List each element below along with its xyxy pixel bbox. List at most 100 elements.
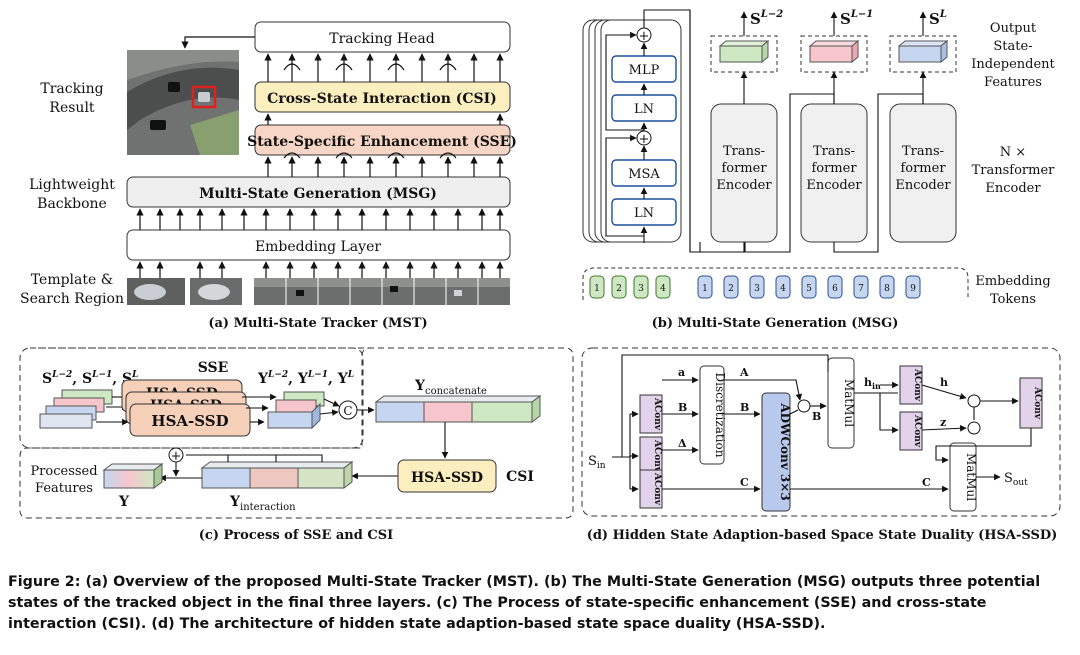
backbone-label-1: Lightweight: [29, 177, 115, 193]
matmul-top-box: [827, 357, 855, 449]
embedding-token-number: 5: [806, 284, 812, 294]
tracking-head-label: Tracking Head: [329, 31, 434, 47]
output-label-s-l: SL: [929, 9, 947, 28]
sse-hsa-front-label: HSA-SSD: [151, 412, 228, 430]
right-label-tokens: Tokens: [990, 292, 1036, 307]
embedding-token: [749, 275, 765, 299]
encoder-2-line-3: Encoder: [806, 178, 862, 193]
embedding-token: [723, 275, 739, 299]
wire-letter-b1: B: [678, 401, 687, 414]
encoder-2-line-1: Trans-: [813, 144, 855, 159]
panel-a-caption: (a) Multi-State Tracker (MST): [208, 316, 427, 331]
processed-features-label-2: Features: [35, 481, 93, 496]
encoder-3-line-2: former: [900, 161, 946, 176]
embedding-token-number: 2: [616, 284, 622, 294]
output-label-s-l1: SL−1: [840, 9, 873, 28]
architecture-diagram: Tracking Head Cross-State Interaction (C…: [19, 9, 1061, 543]
mult-node-2-icon: [967, 394, 981, 408]
wire-letter-A: A: [739, 366, 749, 379]
matmul-bottom-label: MatMul: [964, 453, 978, 501]
wire-letter-delta: Δ: [678, 437, 687, 450]
aconv-label-1: AConv: [652, 397, 662, 431]
embedding-token-number: 8: [884, 284, 890, 294]
processed-y-label: Y: [118, 494, 130, 510]
csi-residual-add-icon: [168, 447, 184, 463]
wire-letter-b3: B: [812, 410, 821, 423]
state-feature-frame-1: [710, 35, 778, 73]
encoder-1-line-1: Trans-: [723, 144, 765, 159]
embedding-token-number: 4: [780, 284, 786, 294]
head-to-result-arrow: [181, 36, 255, 49]
embedding-layer-box: [126, 229, 511, 261]
embedding-token: [697, 275, 713, 299]
processed-features-label-1: Processed: [30, 464, 97, 479]
discretization-box: [699, 365, 725, 465]
embedding-token: [879, 275, 895, 299]
embedding-token: [905, 275, 921, 299]
matmul-top-label: MatMul: [842, 379, 856, 427]
right-label-state: State-: [993, 39, 1032, 54]
embedding-layer-label: Embedding Layer: [255, 239, 381, 255]
msa-label: MSA: [628, 167, 660, 182]
skip-arcs: [283, 63, 457, 159]
mult-node-1-icon: [797, 399, 811, 413]
sse-box: [254, 124, 511, 156]
right-label-output: Output: [990, 21, 1037, 36]
mlp-label: MLP: [629, 63, 660, 78]
embedding-token-number: 7: [858, 284, 864, 294]
adwconv-label: ADWConv 3×3: [778, 402, 792, 500]
output-label-s-l2: SL−2: [750, 9, 783, 28]
tracking-result-label-1: Tracking: [40, 81, 103, 97]
wire-letter-b2: B: [740, 401, 749, 414]
right-label-transformer: Transformer: [972, 163, 1056, 178]
aconv-label-5: AConv: [912, 414, 922, 448]
panel-a-arrows: [136, 53, 504, 278]
right-label-n: N ×: [1000, 145, 1026, 160]
embedding-token: [775, 275, 791, 299]
right-label-independent: Independent: [971, 57, 1055, 72]
csi-hsa-ssd-label: HSA-SSD: [411, 470, 483, 486]
processed-features-bar: [102, 463, 164, 489]
residual-add-mid-symbol: +: [639, 132, 650, 147]
wire-letter-a: a: [678, 366, 685, 379]
panel-b-caption: (b) Multi-State Generation (MSG): [652, 316, 899, 331]
ln-bottom-label: LN: [634, 206, 654, 221]
encoder-1-line-3: Encoder: [716, 178, 772, 193]
wire-letter-z: z: [940, 416, 946, 429]
template-label-2: Search Region: [20, 291, 124, 307]
sse-output-stack: [267, 391, 325, 430]
wire-letter-c2: C: [922, 476, 931, 489]
discretization-label: Discretization: [713, 373, 727, 458]
panel-c: SL−2, SL−1, SL SSE HSA-SSD HSA-SSD HSA-S…: [19, 347, 574, 543]
aconv-label-2: AConv: [652, 439, 662, 473]
right-label-embedding: Embedding: [975, 274, 1050, 289]
template-images: [127, 278, 242, 305]
backbone-label-2: Backbone: [37, 196, 107, 212]
tracking-result-label-2: Result: [49, 100, 95, 116]
embedding-token: [611, 275, 627, 299]
embedding-token-number: 1: [594, 284, 600, 294]
wire-letter-c1: C: [740, 476, 749, 489]
wire-letter-hin: hin: [864, 376, 881, 391]
csi-box: [254, 81, 511, 113]
sse-frame: [19, 347, 364, 449]
concat-symbol: C: [343, 404, 352, 418]
sse-label: State-Specific Enhancement (SSE): [247, 134, 517, 150]
panel-a: Tracking Head Cross-State Interaction (C…: [20, 21, 517, 331]
panel-d: Sin AConv AConv AConv Discretization ADW…: [581, 347, 1061, 543]
aconv-box-5: [899, 411, 923, 451]
sse-output-label: YL−2, YL−1, YL: [257, 370, 354, 387]
ln-top-label: LN: [634, 102, 654, 117]
encoder-1-line-2: former: [721, 161, 767, 176]
encoder-3-line-1: Trans-: [902, 144, 944, 159]
embedding-token-number: 4: [660, 284, 666, 294]
state-feature-frame-2: [800, 35, 868, 73]
template-label-1: Template &: [31, 272, 113, 288]
embedding-token-number: 1: [702, 284, 708, 294]
aconv-label-3: AConv: [652, 472, 662, 506]
s-out-label: Sout: [1004, 471, 1028, 488]
y-concatenate-bar: [374, 395, 542, 423]
csi-residual-add-symbol: +: [171, 449, 182, 464]
state-feature-frame-3: [889, 35, 957, 73]
